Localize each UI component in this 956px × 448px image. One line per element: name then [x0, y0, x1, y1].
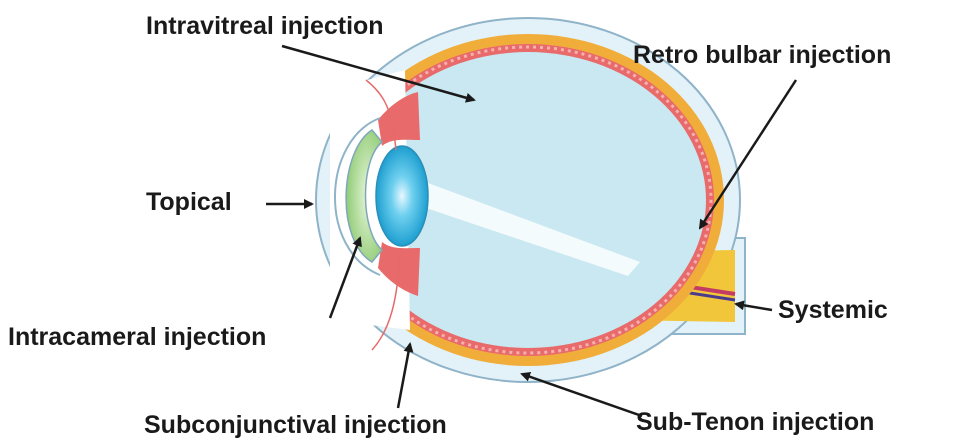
intracameral-injection-label: Intracameral injection — [8, 325, 266, 350]
intravitreal-injection-label: Intravitreal injection — [146, 14, 384, 39]
subconjunctival-arrow — [398, 344, 410, 408]
retro-bulbar-injection-label: Retro bulbar injection — [633, 43, 891, 68]
lens — [376, 146, 428, 246]
subconjunctival-injection-label: Subconjunctival injection — [144, 413, 447, 438]
subtenon-arrow — [522, 374, 642, 416]
systemic-label: Systemic — [778, 298, 888, 323]
topical-label: Topical — [146, 190, 232, 215]
sub-tenon-injection-label: Sub-Tenon injection — [636, 410, 874, 435]
